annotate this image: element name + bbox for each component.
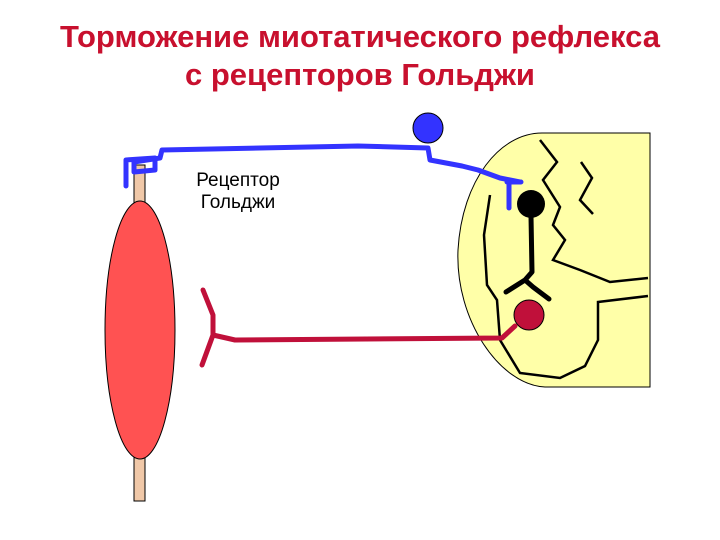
label-line-1: Рецептор (196, 170, 280, 191)
gray-matter-outline-lower (482, 194, 649, 380)
title-line-2: с рецепторов Гольджи (185, 57, 535, 92)
efferent-fiber (232, 323, 518, 343)
motor-neuron-body (513, 299, 545, 331)
afferent-fiber (123, 143, 523, 189)
interneuron-axon (503, 213, 552, 302)
afferent-neuron-body (412, 112, 444, 144)
diagram-title: Торможение миотатического рефлекса с рец… (0, 18, 720, 94)
lower-tendon (133, 454, 146, 502)
efferent-terminal (199, 287, 238, 368)
gray-matter-outline-upper (578, 161, 594, 215)
label-line-2: Гольджи (200, 192, 276, 213)
golgi-receptor-label: Рецептор Гольджи (178, 170, 298, 214)
afferent-terminal (504, 179, 524, 211)
gray-matter-outline (539, 139, 649, 284)
interneuron-body (517, 190, 545, 218)
muscle (104, 200, 176, 460)
title-line-1: Торможение миотатического рефлекса (60, 19, 660, 54)
